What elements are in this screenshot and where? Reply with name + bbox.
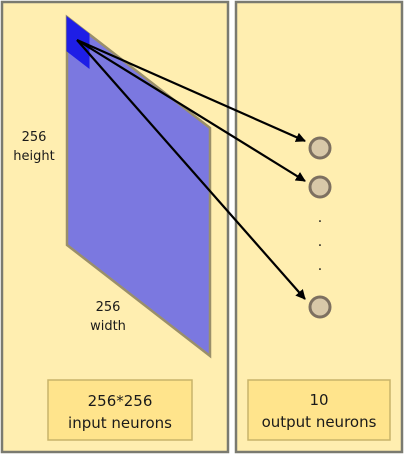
ellipsis-dot: . (318, 234, 322, 250)
connection-arrow-1 (76, 38, 306, 143)
ellipsis-dot: . (318, 210, 322, 226)
output-layer-panel (234, 0, 404, 454)
output-caption-count: 10 (309, 391, 328, 409)
input-caption-text: input neurons (68, 414, 172, 432)
height-value-label: 256 (22, 130, 47, 145)
output-neuron (308, 175, 332, 199)
ellipsis-dot: . (318, 258, 322, 274)
input-grid-parallelogram (65, 14, 212, 359)
width-value-label: 256 (96, 300, 121, 315)
output-caption-text: output neurons (262, 413, 377, 431)
input-caption-count: 256*256 (88, 392, 153, 410)
connection-arrow-3 (76, 39, 306, 300)
height-word-label: height (13, 149, 54, 164)
input-caption-box (47, 379, 193, 441)
output-neuron (308, 295, 332, 319)
output-neuron (308, 136, 332, 160)
connection-arrow-2 (76, 39, 306, 182)
output-caption-box (247, 379, 391, 441)
width-word-label: width (90, 319, 126, 334)
